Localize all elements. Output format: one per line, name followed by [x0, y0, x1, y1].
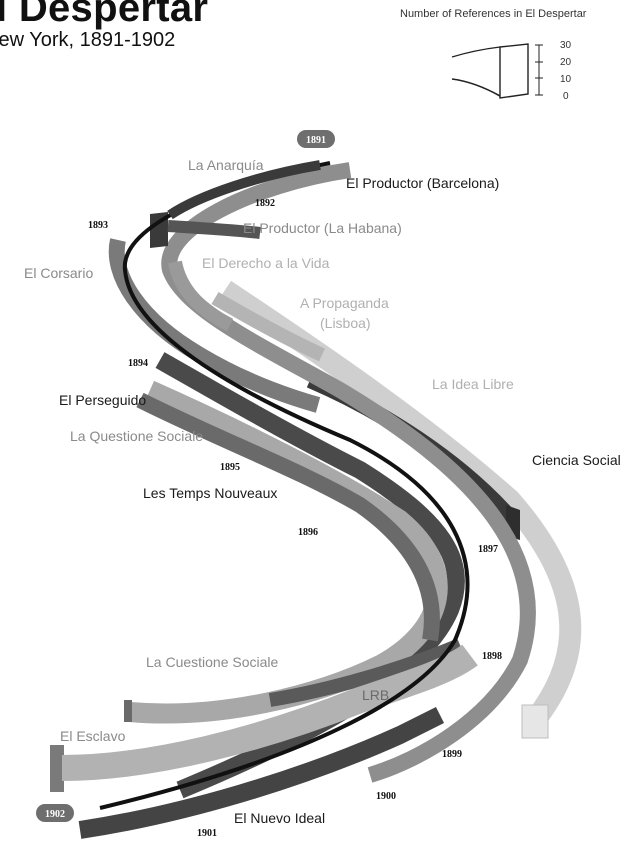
year-label: 1895	[220, 462, 240, 473]
ribbon-spine	[99, 161, 470, 810]
pub-label-el-corsario: El Corsario	[24, 265, 93, 281]
year-label: 1892	[255, 198, 275, 209]
year-label: 1901	[197, 828, 217, 839]
pub-label-lrb: LRB	[362, 687, 389, 703]
pub-label-les-temps: Les Temps Nouveaux	[143, 485, 277, 501]
ribbon-el-productor-barcelona	[161, 162, 536, 783]
ribbon-el-derecho	[168, 260, 234, 332]
pub-label-el-nuevo-ideal: El Nuevo Ideal	[234, 810, 325, 826]
ribbon-el-corsario	[108, 238, 321, 413]
ribbon-end-cap	[521, 704, 549, 739]
year-label: 1898	[482, 651, 502, 662]
ribbon-el-nuevo-ideal	[78, 706, 445, 839]
legend-block	[499, 43, 529, 99]
pub-label-el-productor-habana: El Productor (La Habana)	[243, 220, 402, 236]
legend-tick-label: 20	[560, 57, 572, 68]
page-title: l Despertar	[0, 0, 209, 30]
legend-curve-top	[451, 46, 501, 58]
year-label: 1891	[306, 135, 326, 146]
legend-tick-label: 30	[560, 40, 572, 51]
pub-label-el-perseguido: El Perseguido	[59, 392, 146, 408]
ribbons	[50, 160, 582, 839]
year-label: 1899	[442, 749, 462, 760]
pub-label-la-cuestione: La Cuestione Sociale	[146, 654, 279, 670]
pub-label-la-idea-libre: La Idea Libre	[432, 376, 514, 392]
ribbon-el-esclavo	[61, 644, 478, 781]
pub-label-la-questione: La Questione Sociale	[70, 428, 203, 444]
pub-label-el-esclavo: El Esclavo	[60, 728, 126, 744]
pub-label-la-anarquia: La Anarquía	[188, 157, 264, 173]
legend-curve-bottom	[451, 78, 501, 97]
year-label: 1896	[298, 527, 318, 538]
legend-title: Number of References in El Despertar	[400, 8, 587, 20]
ribbon-end-cap	[50, 745, 64, 792]
pub-label-a-propaganda-city: (Lisboa)	[320, 315, 371, 331]
ribbon-a-propaganda	[211, 291, 325, 362]
legend-tick-label: 10	[560, 74, 572, 85]
ribbon-la-cuestione	[268, 638, 463, 707]
ribbon-el-perseguido	[136, 392, 440, 642]
ribbon-el-productor-habana	[167, 220, 261, 239]
legend-tick-label: 0	[563, 91, 569, 102]
pub-label-ciencia-social: Ciencia Social	[532, 452, 621, 468]
pub-label-a-propaganda: A Propaganda	[300, 295, 389, 311]
year-label: 1902	[45, 809, 65, 820]
page-subtitle: lew York, 1891-1902	[0, 29, 176, 51]
year-label: 1900	[376, 791, 396, 802]
year-badge-1891: 1891	[297, 130, 335, 148]
year-label: 1893	[88, 220, 108, 231]
pub-label-el-productor-barcelona: El Productor (Barcelona)	[346, 175, 499, 191]
legend-glyph: 30 20 10 0	[451, 40, 572, 102]
year-label: 1894	[128, 358, 148, 369]
ribbon-la-anarquia	[167, 160, 321, 220]
pub-label-el-derecho: El Derecho a la Vida	[202, 255, 330, 271]
year-badge-1902: 1902	[36, 804, 74, 822]
ribbon-end-cap	[124, 700, 132, 722]
year-label: 1897	[478, 544, 498, 555]
